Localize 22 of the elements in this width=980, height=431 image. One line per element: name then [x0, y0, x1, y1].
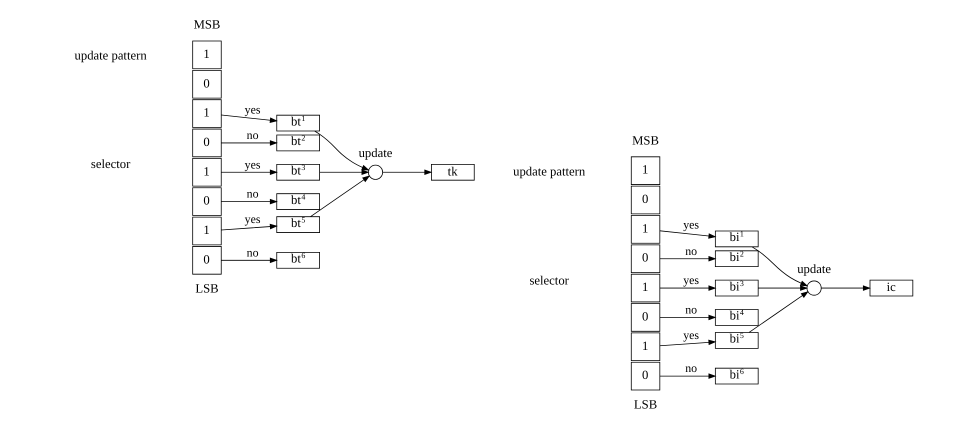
label: update pattern [74, 48, 146, 62]
edge-label: yes [244, 212, 260, 226]
label: MSB [632, 133, 658, 148]
edge-label: yes [682, 218, 699, 232]
edge-label: no [246, 128, 258, 142]
node-label: update [358, 146, 392, 160]
edge-label: yes [682, 273, 699, 288]
label: selector [528, 274, 568, 288]
edge-label: yes [244, 102, 260, 117]
label: update pattern [512, 164, 585, 178]
edge-label: no [684, 302, 697, 316]
label: LSB [194, 282, 218, 296]
edge-label: yes [682, 328, 699, 342]
edge-label: no [684, 244, 697, 258]
edge-label: no [246, 186, 258, 201]
label: selector [90, 157, 130, 172]
node-label: update [796, 262, 830, 276]
label: LSB [633, 397, 657, 412]
edge-label: yes [244, 157, 260, 172]
edge-label: no [246, 245, 258, 260]
edge-label: no [684, 361, 697, 376]
label: MSB [193, 18, 220, 32]
